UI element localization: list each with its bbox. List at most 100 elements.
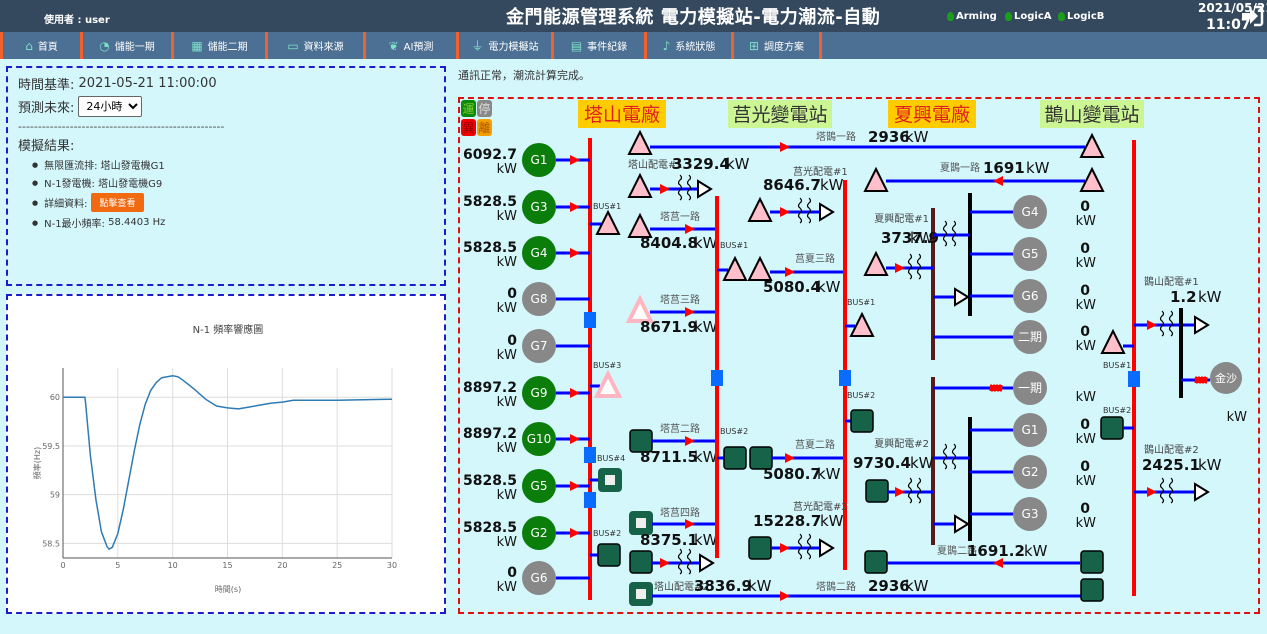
bus-label: BUS#4 xyxy=(597,454,625,463)
nav-label: 資料來源 xyxy=(303,42,344,53)
generator-icon[interactable] xyxy=(1210,362,1242,394)
generator-icon[interactable] xyxy=(522,516,556,550)
generator-icon[interactable] xyxy=(1013,455,1047,489)
breaker-closed-icon[interactable] xyxy=(627,212,653,238)
generator-name: 二期 xyxy=(1018,330,1042,344)
breaker-open-icon[interactable] xyxy=(1100,416,1124,440)
generator-icon[interactable] xyxy=(1013,279,1047,313)
breaker-closed-icon[interactable] xyxy=(1100,328,1126,354)
bus-tie-switch[interactable] xyxy=(584,492,596,508)
generator-unit: kW xyxy=(1227,410,1248,425)
breaker-open-icon[interactable] xyxy=(864,550,888,574)
generator-icon[interactable] xyxy=(522,422,556,456)
view-details-button[interactable]: 點擊查看 xyxy=(91,193,144,212)
generator-kw: 6092.7 xyxy=(463,147,517,163)
logout-icon[interactable] xyxy=(1240,4,1264,28)
breaker-closed-icon[interactable] xyxy=(747,196,773,222)
breaker-closed-icon[interactable] xyxy=(863,166,889,192)
bus-tie-switch[interactable] xyxy=(584,312,596,328)
bell-icon: ♪ xyxy=(662,38,671,53)
breaker-tripped-icon[interactable] xyxy=(1194,376,1208,384)
results-label: 模擬結果: xyxy=(18,139,75,154)
generator-icon[interactable] xyxy=(522,282,556,316)
generator-icon[interactable] xyxy=(522,190,556,224)
nav-item-3[interactable]: ▭資料來源 xyxy=(265,32,363,59)
time-base-row: 時間基準: 2021-05-21 11:00:00 xyxy=(18,76,217,93)
breaker-open-icon[interactable] xyxy=(629,550,653,574)
table-icon: ⊞ xyxy=(748,38,760,53)
y-tick-label: 60 xyxy=(50,393,60,402)
legend-swatch-2 xyxy=(461,119,476,136)
generator-icon[interactable] xyxy=(1013,497,1047,531)
breaker-open-icon[interactable] xyxy=(1080,550,1104,574)
feeder-unit: kW xyxy=(910,229,934,247)
bus-tie-switch[interactable] xyxy=(711,370,723,386)
breaker-closed-icon[interactable] xyxy=(722,255,748,281)
bus-tie-switch[interactable] xyxy=(839,370,851,386)
generator-unit: kW xyxy=(497,580,518,595)
generator-icon[interactable] xyxy=(1013,320,1047,354)
nav-item-5[interactable]: ⏚電力模擬站 xyxy=(456,32,551,59)
transformer-icon xyxy=(806,197,812,224)
legend-label-0: 運 xyxy=(462,102,474,116)
generator-icon[interactable] xyxy=(522,143,556,177)
generator-icon[interactable] xyxy=(522,376,556,410)
breaker-closed-icon[interactable] xyxy=(849,311,875,337)
nav-item-4[interactable]: ❦AI預測 xyxy=(363,32,456,59)
breaker-closed-icon[interactable] xyxy=(1079,166,1105,192)
generator-icon[interactable] xyxy=(522,236,556,270)
generator-icon[interactable] xyxy=(522,469,556,503)
indicator-logica: LogicA xyxy=(1005,11,1052,22)
bus-label: BUS#2 xyxy=(847,391,875,400)
generator-icon[interactable] xyxy=(1013,413,1047,447)
bus-tie-switch[interactable] xyxy=(1128,371,1140,387)
breaker-open-icon[interactable] xyxy=(748,536,772,560)
transformer-icon xyxy=(686,174,692,201)
flow-arrow-icon xyxy=(1147,487,1157,497)
line-name: 塔鵲二路 xyxy=(816,580,856,593)
generator-icon[interactable] xyxy=(1013,195,1047,229)
nav-item-2[interactable]: ▦儲能二期 xyxy=(171,32,265,59)
nav-item-0[interactable]: ⌂首頁 xyxy=(0,32,80,59)
breaker-closed-icon[interactable] xyxy=(1079,132,1105,158)
generator-kw: 0 xyxy=(507,286,517,302)
breaker-closed-icon[interactable] xyxy=(625,294,655,323)
nav-item-6[interactable]: ▤事件紀錄 xyxy=(551,32,644,59)
breaker-open-icon[interactable] xyxy=(723,446,747,470)
transformer-icon xyxy=(806,533,812,560)
generator-name: G10 xyxy=(527,432,552,446)
breaker-closed-icon[interactable] xyxy=(747,255,773,281)
legend-swatch-0 xyxy=(461,100,476,117)
forecast-select[interactable]: 24小時 xyxy=(78,96,143,117)
generator-icon[interactable] xyxy=(1013,371,1047,405)
breaker-open-icon[interactable] xyxy=(865,479,889,503)
flow-arrow-icon xyxy=(660,558,670,568)
transformer-icon xyxy=(907,477,913,504)
breaker-open-icon[interactable] xyxy=(597,543,621,567)
breaker-closed-icon[interactable] xyxy=(627,129,653,155)
breaker-closed-icon[interactable] xyxy=(595,209,621,235)
transformer-icon xyxy=(916,477,922,504)
nav-item-1[interactable]: ◔儲能一期 xyxy=(80,32,171,59)
breaker-closed-icon[interactable] xyxy=(627,172,653,198)
line-name: 莒夏二路 xyxy=(795,438,835,451)
generator-icon[interactable] xyxy=(522,329,556,363)
generator-icon[interactable] xyxy=(522,561,556,595)
nav-item-8[interactable]: ⊞調度方案 xyxy=(731,32,819,59)
nav-item-7[interactable]: ♪系統狀態 xyxy=(644,32,731,59)
line-kw: 8404.8 xyxy=(640,234,698,252)
breaker-closed-icon[interactable] xyxy=(593,369,623,398)
bus-tie-switch[interactable] xyxy=(584,447,596,463)
generator-icon[interactable] xyxy=(1013,237,1047,271)
breaker-closed-icon[interactable] xyxy=(863,250,889,276)
line-name: 塔莒四路 xyxy=(660,506,700,519)
breaker-open-icon[interactable] xyxy=(1080,578,1104,602)
load-icon xyxy=(1194,482,1210,502)
station-label-bg xyxy=(888,100,976,128)
bus-label: BUS#1 xyxy=(593,202,621,211)
breaker-open-icon[interactable] xyxy=(850,409,874,433)
feeder-kw: 2425.1 xyxy=(1142,456,1200,474)
station-label-3: 鵲山變電站 xyxy=(1044,104,1139,126)
breaker-tripped-icon[interactable] xyxy=(989,384,1003,392)
